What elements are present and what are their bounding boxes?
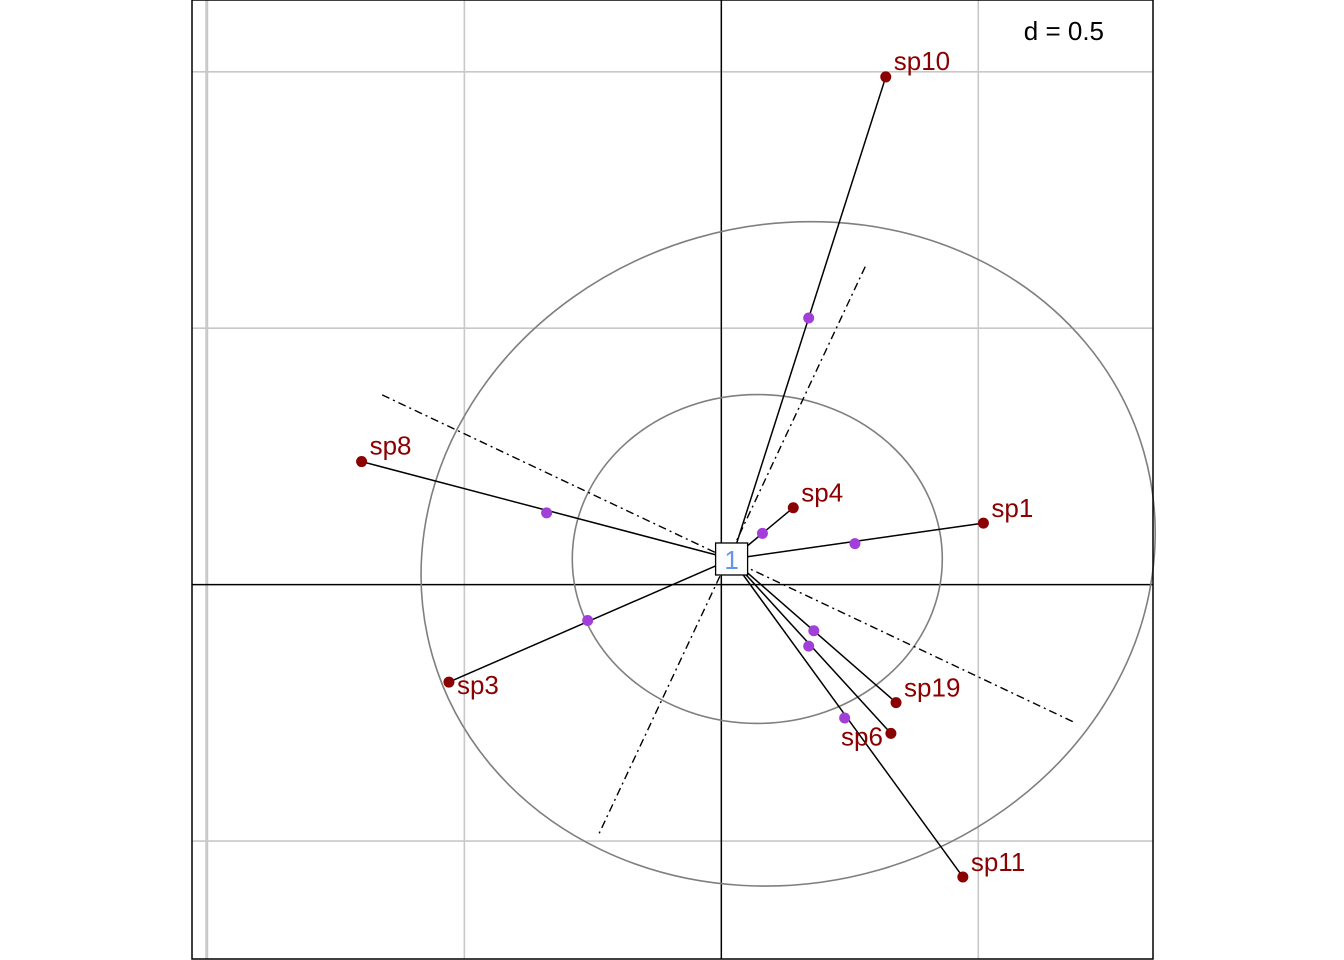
projection-point-sp4 <box>756 527 768 539</box>
point-layer <box>356 71 989 883</box>
ellipse-principal-axis <box>597 266 866 837</box>
label-sp6: sp6 <box>841 721 883 751</box>
inertia-ellipse <box>420 220 1156 887</box>
point-sp6 <box>885 727 897 739</box>
label-sp3: sp3 <box>457 670 499 700</box>
projection-layer <box>541 312 861 724</box>
label-layer: sp10 sp8 sp4 sp1 sp3 sp19 sp6 sp11 <box>370 46 1034 877</box>
point-sp8 <box>356 456 368 468</box>
point-sp19 <box>890 697 902 709</box>
center-layer: 1 <box>714 542 749 576</box>
grid-layer <box>192 0 1153 959</box>
projection-point-sp8 <box>541 507 553 519</box>
projection-point-sp1 <box>849 538 861 550</box>
projection-point-sp3 <box>582 615 594 627</box>
point-sp4 <box>787 502 799 514</box>
label-sp4: sp4 <box>801 478 843 508</box>
inertia-ellipse <box>571 393 944 725</box>
scale-label: d = 0.5 <box>1024 16 1104 46</box>
projection-point-sp11 <box>839 712 851 724</box>
point-sp1 <box>977 517 989 529</box>
label-sp10: sp10 <box>894 46 950 76</box>
label-sp8: sp8 <box>370 431 412 461</box>
label-sp19: sp19 <box>904 673 960 703</box>
point-sp3 <box>443 676 455 688</box>
projection-point-sp10 <box>803 312 815 324</box>
plot-frame <box>191 0 1154 960</box>
ellipse-layer <box>420 220 1156 887</box>
label-sp11: sp11 <box>971 847 1025 877</box>
point-sp10 <box>880 71 892 83</box>
center-label: 1 <box>724 545 738 575</box>
projection-point-sp6 <box>803 640 815 652</box>
center-box <box>714 542 749 576</box>
label-sp1: sp1 <box>991 493 1033 523</box>
point-sp11 <box>957 871 969 883</box>
projection-point-sp19 <box>808 625 820 637</box>
